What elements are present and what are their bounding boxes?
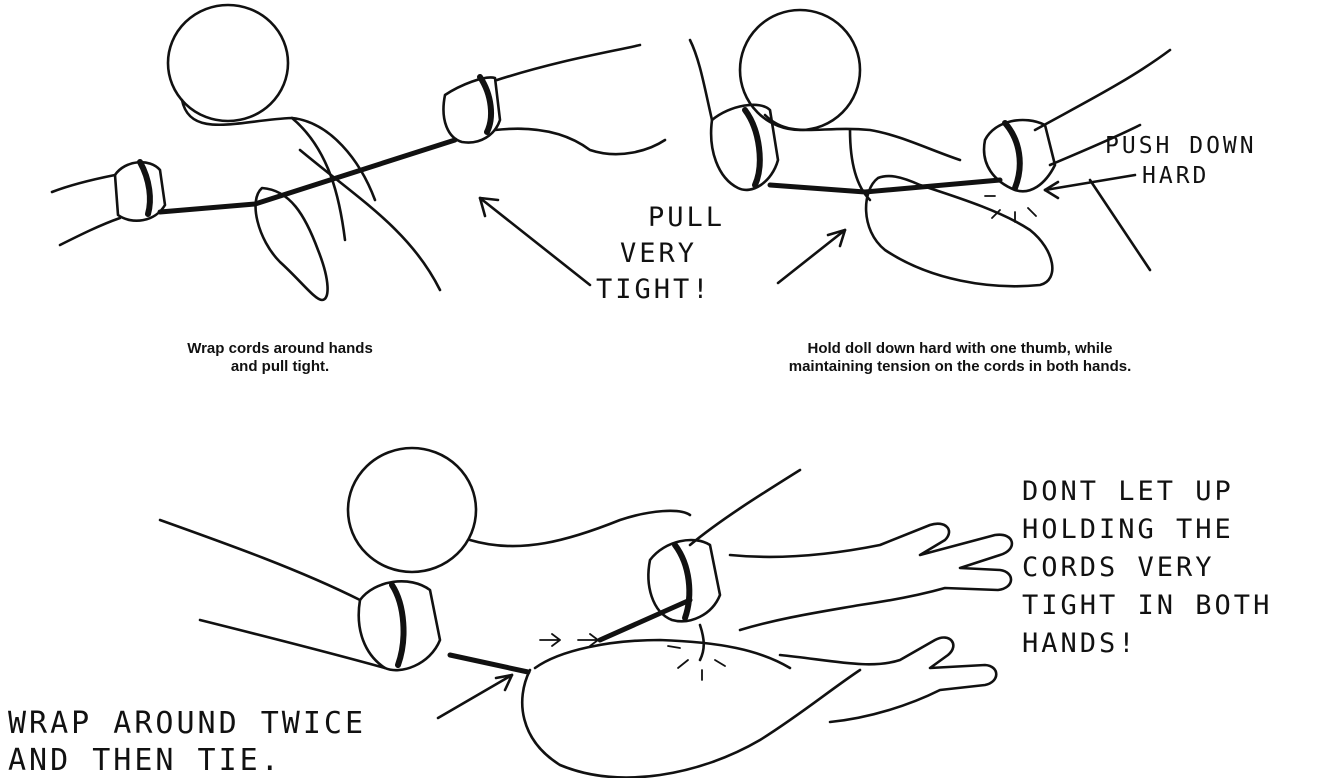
note-hands: HANDS! [1022, 628, 1138, 659]
panel-1-caption-line-1: Wrap cords around hands [150, 340, 410, 358]
left-fist [115, 162, 165, 221]
doll-arm [866, 176, 1052, 286]
right-fist [648, 540, 720, 621]
doll-arm-top [535, 640, 790, 668]
doll-head [740, 10, 860, 130]
pressure-marks [668, 646, 725, 680]
doll-shoulder [182, 100, 375, 200]
doll-shoulder [765, 115, 960, 160]
pull-arrow-shaft [480, 198, 590, 285]
panel-2-caption-line-2: maintaining tension on the cords in both… [680, 358, 1240, 376]
note-then-tie: AND THEN TIE. [8, 743, 282, 778]
doll-side-line [1090, 180, 1150, 270]
left-forearm-top [52, 175, 115, 192]
doll-head [168, 5, 288, 121]
right-fist-cord-wrap [480, 77, 491, 132]
panel-2-illustration: PULL VERY TIGHT! PUSH DOWN HARD [596, 10, 1257, 305]
left-forearm-bottom [60, 218, 120, 245]
panel-2-caption: Hold doll down hard with one thumb, whil… [680, 340, 1240, 376]
note-holding: HOLDING THE [1022, 514, 1234, 545]
note-wrap-around: WRAP AROUND TWICE [8, 706, 366, 741]
left-forearm-top [160, 520, 360, 600]
doll-side-line [300, 150, 440, 290]
right-fist-cord-wrap [1005, 123, 1020, 188]
cord-line [160, 140, 455, 212]
note-pull: PULL [648, 202, 725, 233]
direction-arrows [540, 634, 598, 646]
right-forearm [690, 470, 800, 545]
left-fist-cord-wrap [140, 162, 150, 214]
note-hard: HARD [1142, 163, 1209, 189]
cord-line [770, 180, 1000, 192]
left-fist-cord-wrap [745, 110, 760, 185]
panel-1-caption: Wrap cords around hands and pull tight. [150, 340, 410, 376]
right-forearm-top [497, 45, 640, 80]
panel-2-caption-line-1: Hold doll down hard with one thumb, whil… [680, 340, 1240, 358]
note-very: VERY [620, 238, 697, 269]
doll-hand-upper [730, 524, 1012, 630]
left-fist-cord-wrap [392, 585, 404, 665]
panel-1-illustration [52, 5, 665, 300]
left-forearm [690, 40, 712, 120]
doll-body [522, 670, 860, 777]
doll-hand-lower [780, 638, 996, 722]
left-forearm-bottom [200, 620, 385, 668]
note-dont-let-up: DONT LET UP [1022, 476, 1234, 507]
wrap-arrow-shaft [438, 675, 512, 718]
note-tight: TIGHT! [596, 274, 712, 305]
doll-shoulder [470, 511, 690, 546]
doll-head [348, 448, 476, 572]
right-forearm [1035, 50, 1170, 130]
panel-1-caption-line-2: and pull tight. [150, 358, 410, 376]
panel-3-illustration: WRAP AROUND TWICE AND THEN TIE. DONT LET… [8, 448, 1272, 778]
pull-arrow-shaft [778, 230, 845, 283]
right-forearm-bottom [495, 129, 665, 154]
note-push-down: PUSH DOWN [1105, 133, 1257, 159]
cord-line [450, 655, 528, 672]
note-cords-very: CORDS VERY [1022, 552, 1215, 583]
doll-arm [256, 188, 328, 300]
note-tight-both: TIGHT IN BOTH [1022, 590, 1272, 621]
